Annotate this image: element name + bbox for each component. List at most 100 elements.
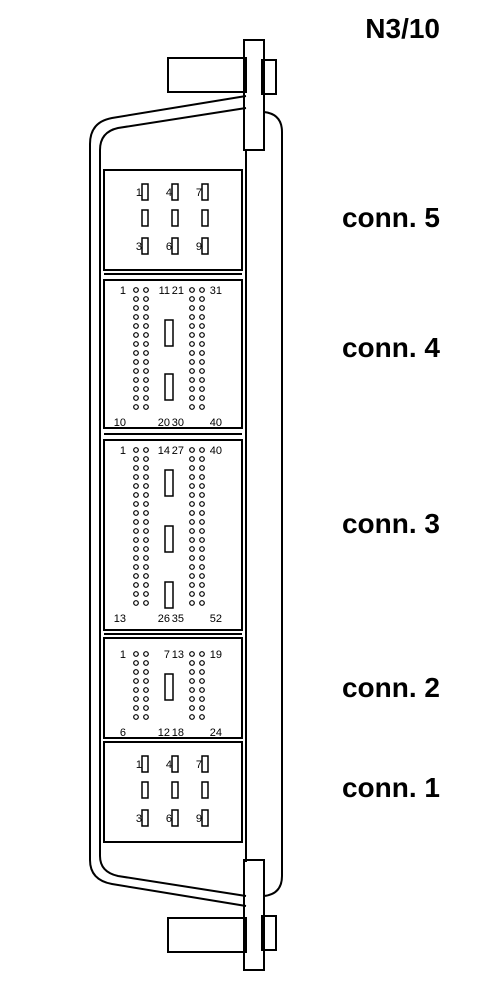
contact-pin (133, 359, 139, 365)
contact-pin (133, 474, 139, 480)
contact-pin (143, 714, 149, 720)
contact-pin (189, 546, 195, 552)
contact-pin (133, 296, 139, 302)
contact-pin (133, 287, 139, 293)
contact-pin (199, 483, 205, 489)
pin-label: 40 (210, 417, 222, 429)
contact-pin (189, 591, 195, 597)
contact-pin (189, 483, 195, 489)
contact-pin (133, 483, 139, 489)
contact-pin (189, 573, 195, 579)
contact-pin (143, 519, 149, 525)
pin-label: 6 (166, 241, 172, 253)
pin-label: 26 (158, 613, 170, 625)
contact-pin (189, 287, 195, 293)
contact-pin (143, 696, 149, 702)
contact-pin (143, 296, 149, 302)
contact-pin (189, 447, 195, 453)
contact-pin (199, 368, 205, 374)
conn4-frame (103, 279, 243, 429)
contact-slot (201, 781, 209, 799)
contact-pin (199, 582, 205, 588)
contact-pin (143, 678, 149, 684)
conn2-frame (103, 637, 243, 739)
contact-pin (143, 332, 149, 338)
contact-pin (133, 651, 139, 657)
contact-pin (143, 705, 149, 711)
contact-pin (199, 474, 205, 480)
contact-pin (133, 323, 139, 329)
contact-pin (133, 600, 139, 606)
contact-pin (143, 600, 149, 606)
pin-label: 35 (172, 613, 184, 625)
contact-pin (143, 537, 149, 543)
contact-pin (199, 546, 205, 552)
housing-outer (89, 95, 247, 907)
contact-pin (143, 483, 149, 489)
contact-pin (143, 660, 149, 666)
pin-label: 1 (120, 445, 126, 457)
contact-pin (133, 332, 139, 338)
contact-pin (133, 377, 139, 383)
pin-label: 6 (120, 727, 126, 739)
contact-slot (171, 809, 179, 827)
contact-pin (189, 323, 195, 329)
contact-pin (199, 350, 205, 356)
contact-pin (189, 359, 195, 365)
contact-pin (189, 600, 195, 606)
contact-pin (199, 296, 205, 302)
contact-pin (199, 537, 205, 543)
contact-pin (199, 660, 205, 666)
contact-slot (201, 755, 209, 773)
contact-pin (199, 359, 205, 365)
contact-slot (201, 809, 209, 827)
contact-pin (189, 395, 195, 401)
contact-pin (199, 573, 205, 579)
pin-label: 9 (196, 813, 202, 825)
pin-label: 7 (196, 187, 202, 199)
pin-label: 10 (114, 417, 126, 429)
contact-slot (201, 237, 209, 255)
conn3-frame (103, 439, 243, 631)
contact-pin (143, 368, 149, 374)
contact-pin (199, 501, 205, 507)
pin-label: 12 (158, 727, 170, 739)
contact-pin (189, 368, 195, 374)
contact-pin (199, 314, 205, 320)
contact-pin (189, 474, 195, 480)
contact-pin (133, 546, 139, 552)
contact-pin (133, 510, 139, 516)
contact-pin (199, 669, 205, 675)
contact-pin (199, 714, 205, 720)
pin-label: 1 (136, 187, 142, 199)
contact-pin (133, 305, 139, 311)
contact-pin (189, 582, 195, 588)
contact-pin (199, 678, 205, 684)
contact-slot (141, 755, 149, 773)
pin-label: 18 (172, 727, 184, 739)
pin-label: 7 (164, 649, 170, 661)
contact-slot (164, 673, 174, 701)
pin-label: 24 (210, 727, 222, 739)
contact-pin (199, 519, 205, 525)
contact-pin (189, 696, 195, 702)
pin-label: 1 (136, 759, 142, 771)
conn5-frame (103, 169, 243, 271)
contact-pin (143, 669, 149, 675)
contact-pin (133, 678, 139, 684)
contact-pin (199, 528, 205, 534)
contact-pin (189, 537, 195, 543)
pin-label: 21 (172, 285, 184, 297)
contact-pin (143, 573, 149, 579)
contact-pin (189, 555, 195, 561)
contact-pin (189, 341, 195, 347)
top-screw-boss (261, 59, 277, 95)
contact-pin (143, 492, 149, 498)
contact-pin (199, 456, 205, 462)
contact-pin (133, 687, 139, 693)
contact-pin (143, 546, 149, 552)
contact-pin (133, 341, 139, 347)
pin-label: 40 (210, 445, 222, 457)
contact-pin (133, 660, 139, 666)
contact-pin (133, 447, 139, 453)
